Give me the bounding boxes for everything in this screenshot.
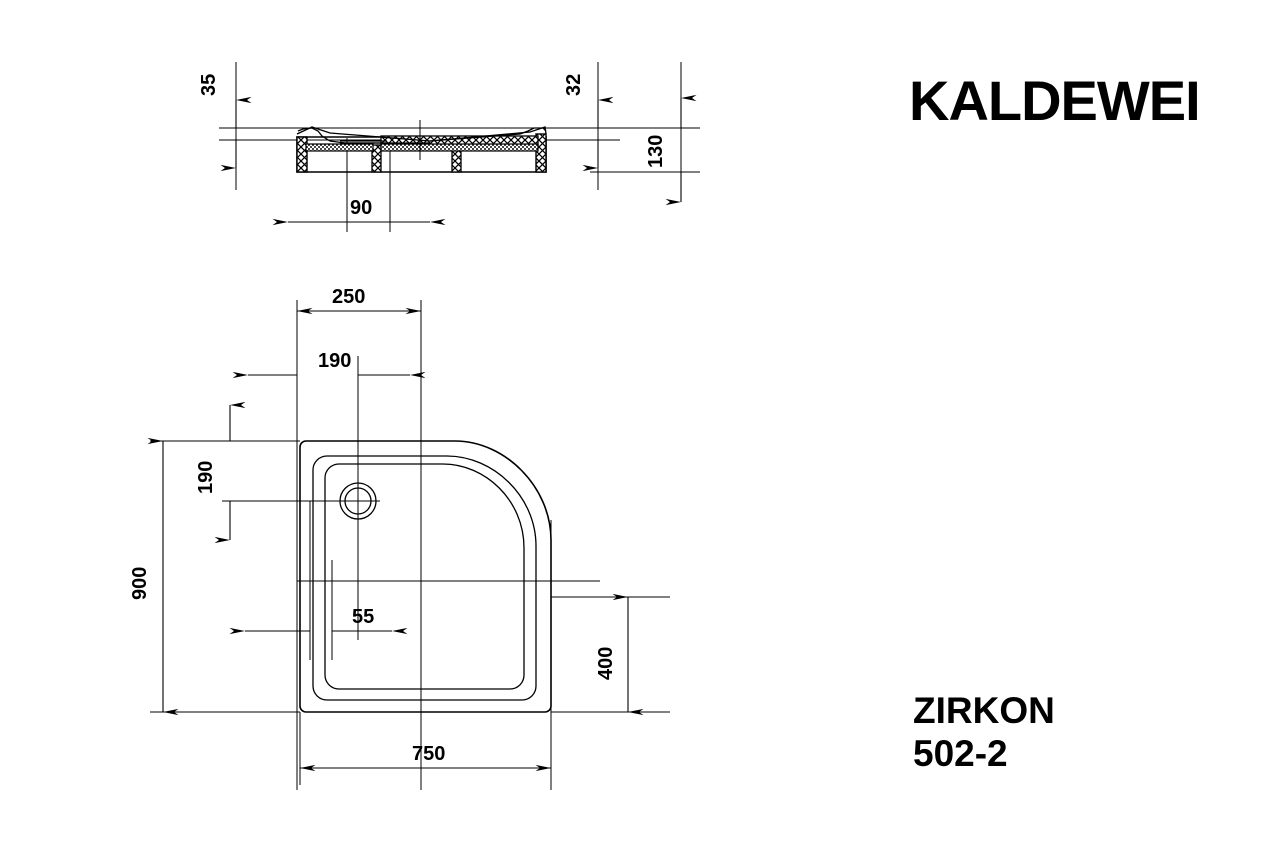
dimension-35: 35 <box>198 74 252 172</box>
tray-basin-contour <box>324 463 525 690</box>
dimension-label-400: 400 <box>595 647 617 680</box>
tray-rim-contour <box>312 455 537 701</box>
dimension-label-190-horizontal: 190 <box>318 350 351 372</box>
dimension-label-130: 130 <box>645 135 667 168</box>
dimension-900: 900 <box>129 437 300 716</box>
plan-tray-outline <box>299 440 552 713</box>
dimension-32: 32 <box>563 74 614 172</box>
dimension-label-190-vertical: 190 <box>195 461 217 494</box>
dimension-label-32: 32 <box>563 74 585 96</box>
dimension-label-750: 750 <box>412 743 445 765</box>
title-block: KALDEWEI ZIRKON 502-2 <box>909 69 1201 774</box>
product-name: ZIRKON <box>913 690 1055 731</box>
dimension-190-horizontal: 190 <box>232 350 426 379</box>
dimension-label-55: 55 <box>352 606 374 628</box>
dimension-750: 750 <box>299 712 552 785</box>
tray-outer-edge <box>299 440 552 713</box>
section-tray-body <box>296 120 547 173</box>
dimension-55: 55 <box>229 606 408 635</box>
dimension-250: 250 <box>297 286 421 315</box>
product-model: 502-2 <box>913 733 1008 774</box>
plan-view: 250 190 190 900 55 <box>129 286 670 790</box>
dimension-label-900: 900 <box>129 567 151 600</box>
dimension-400: 400 <box>551 593 670 716</box>
dimension-90: 90 <box>272 197 446 226</box>
plan-centre-lines <box>222 300 600 790</box>
dimension-130: 130 <box>645 94 697 206</box>
dimension-label-35: 35 <box>198 74 220 96</box>
kaldewei-logo: KALDEWEI <box>909 69 1200 132</box>
dimension-label-250: 250 <box>332 286 365 308</box>
dimension-label-90: 90 <box>350 197 372 219</box>
cross-section-view: 35 32 130 90 <box>198 62 700 232</box>
